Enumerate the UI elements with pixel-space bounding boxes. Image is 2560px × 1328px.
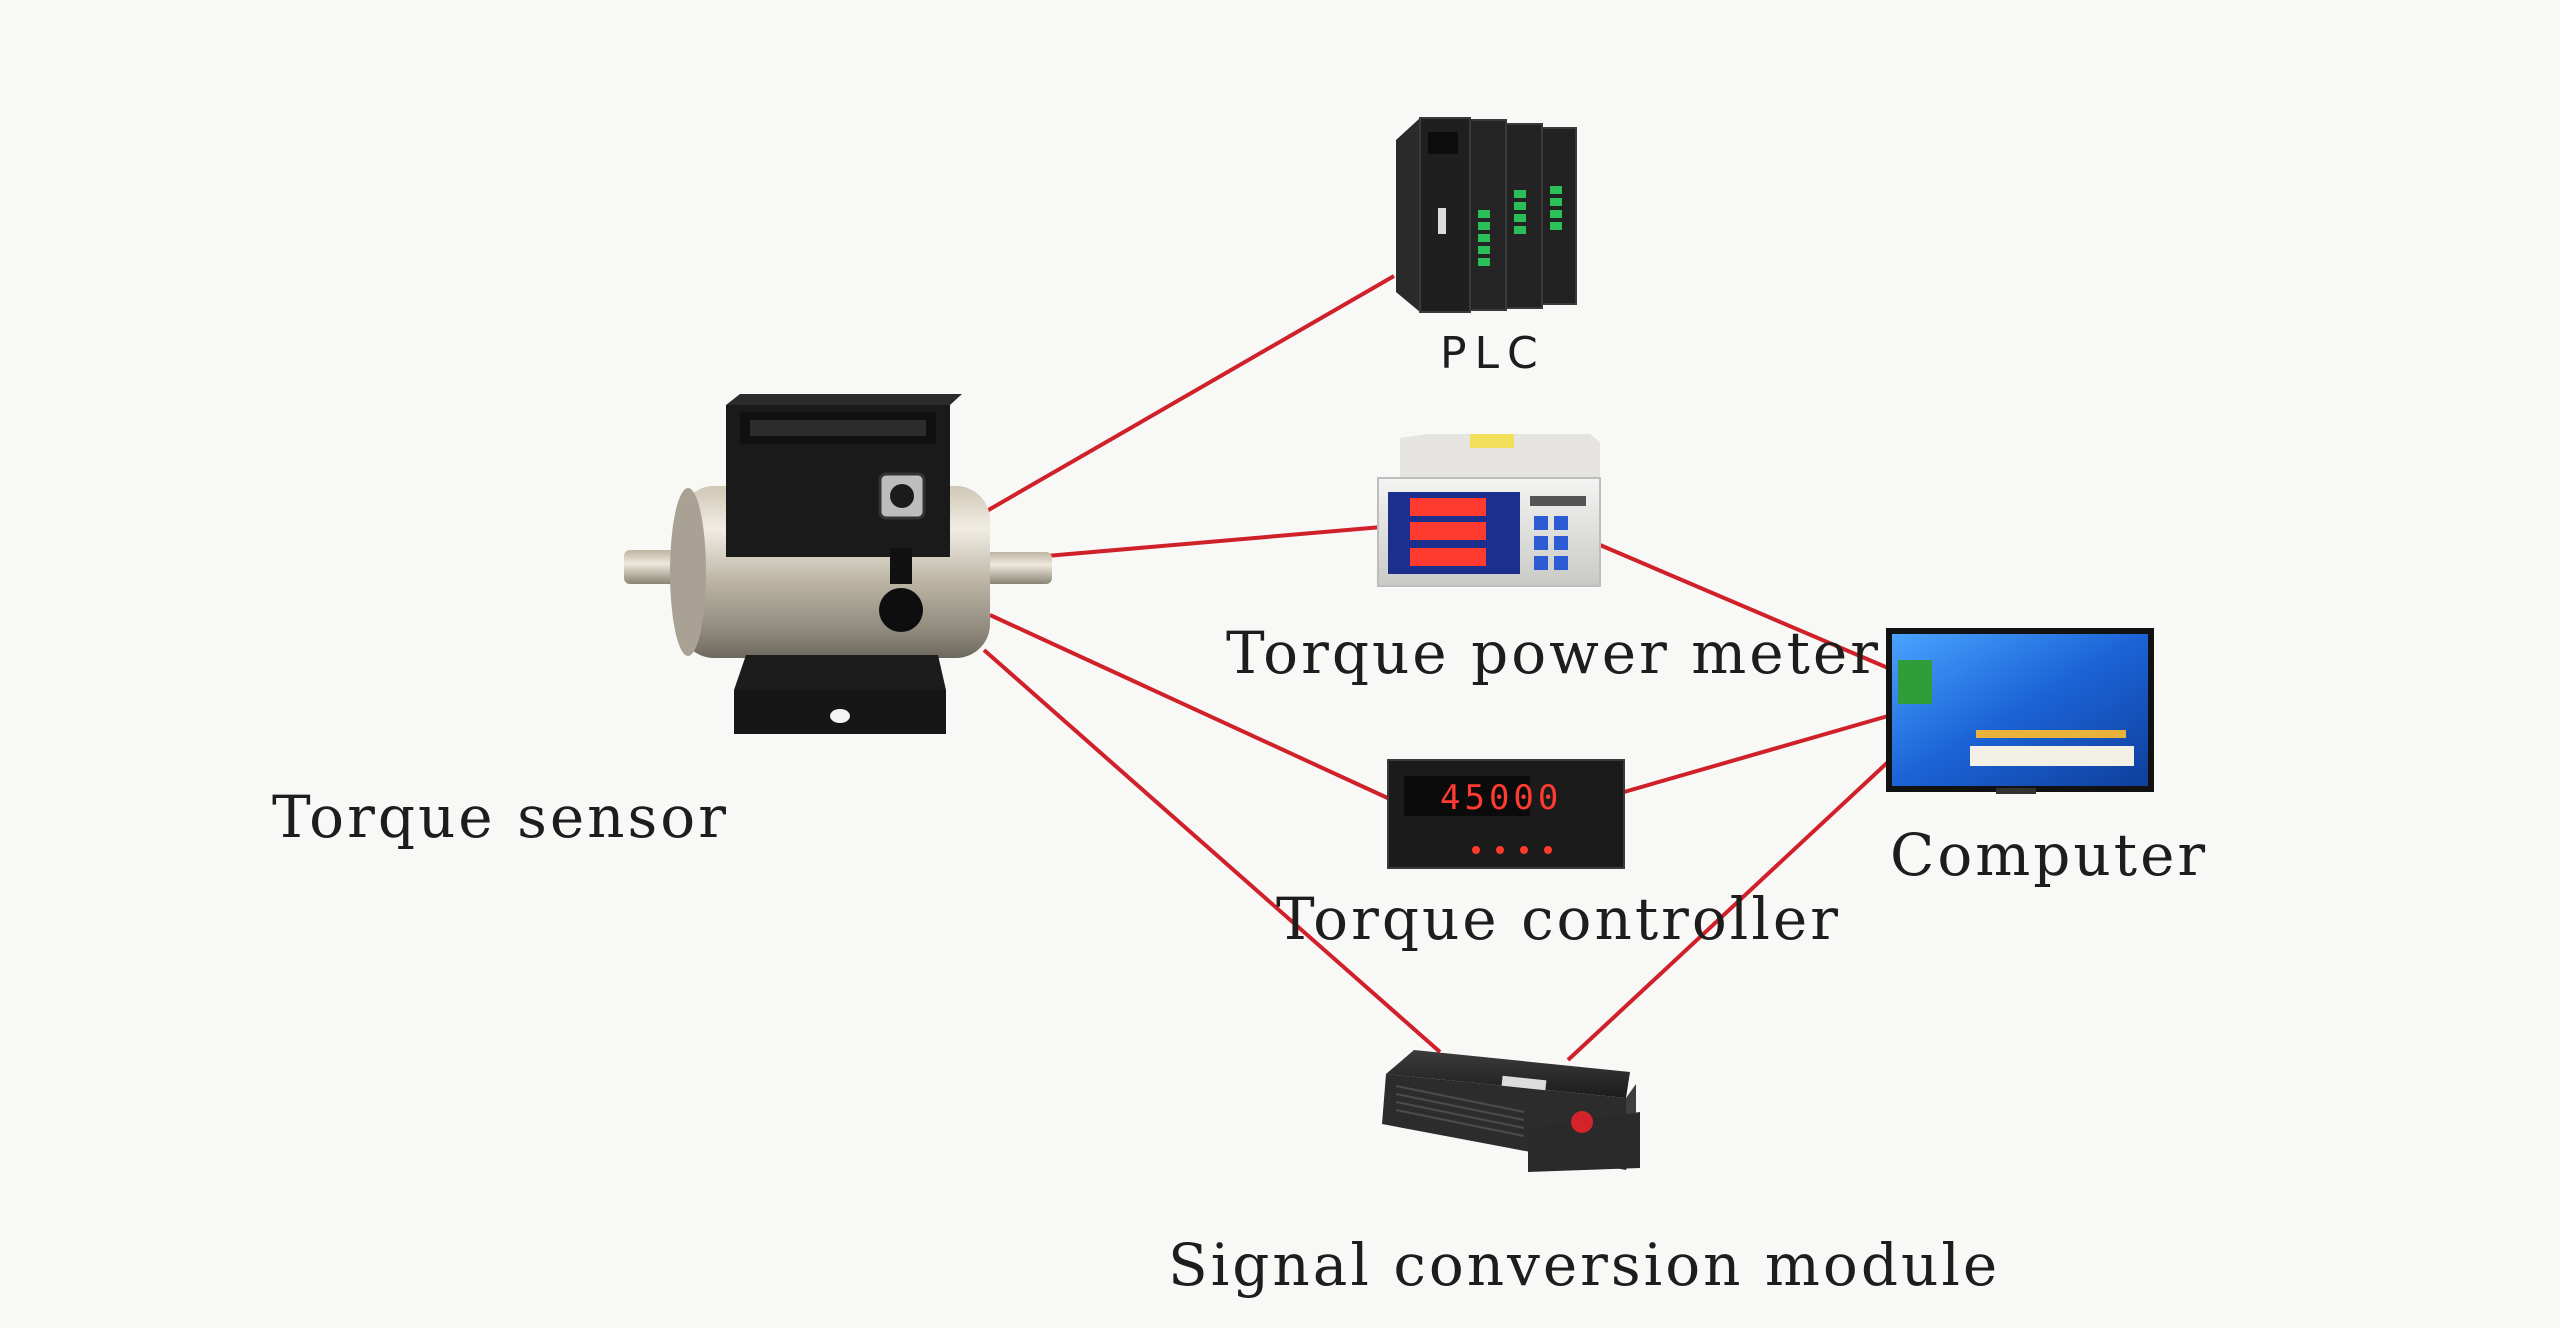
connection-lines bbox=[982, 274, 1890, 1062]
power-meter-icon bbox=[1377, 434, 1601, 587]
torque-controller-label: Torque controller bbox=[1276, 885, 1841, 953]
torque-sensor-label: Torque sensor bbox=[272, 783, 729, 851]
link-sensor-plc bbox=[984, 274, 1395, 514]
controller-icon: 45000 bbox=[1387, 759, 1625, 869]
signal-conversion-module-label: Signal conversion module bbox=[1168, 1231, 2001, 1299]
plc-label: PLC bbox=[1440, 328, 1546, 379]
computer-label: Computer bbox=[1890, 821, 2209, 889]
link-controller-computer bbox=[1623, 714, 1889, 794]
link-module-computer bbox=[1566, 760, 1890, 1062]
link-sensor-power-meter bbox=[999, 525, 1383, 562]
link-sensor-controller bbox=[989, 613, 1393, 802]
link-meter-computer bbox=[1599, 543, 1889, 670]
torque-power-meter-label: Torque power meter bbox=[1226, 619, 1881, 687]
monitor-icon bbox=[1886, 628, 2154, 794]
link-sensor-module bbox=[982, 648, 1442, 1054]
signal-module-icon bbox=[1382, 1050, 1640, 1172]
torque-sensor-icon bbox=[624, 394, 1052, 734]
plc-icon bbox=[1396, 117, 1577, 313]
controller-display: 45000 bbox=[1440, 778, 1562, 818]
